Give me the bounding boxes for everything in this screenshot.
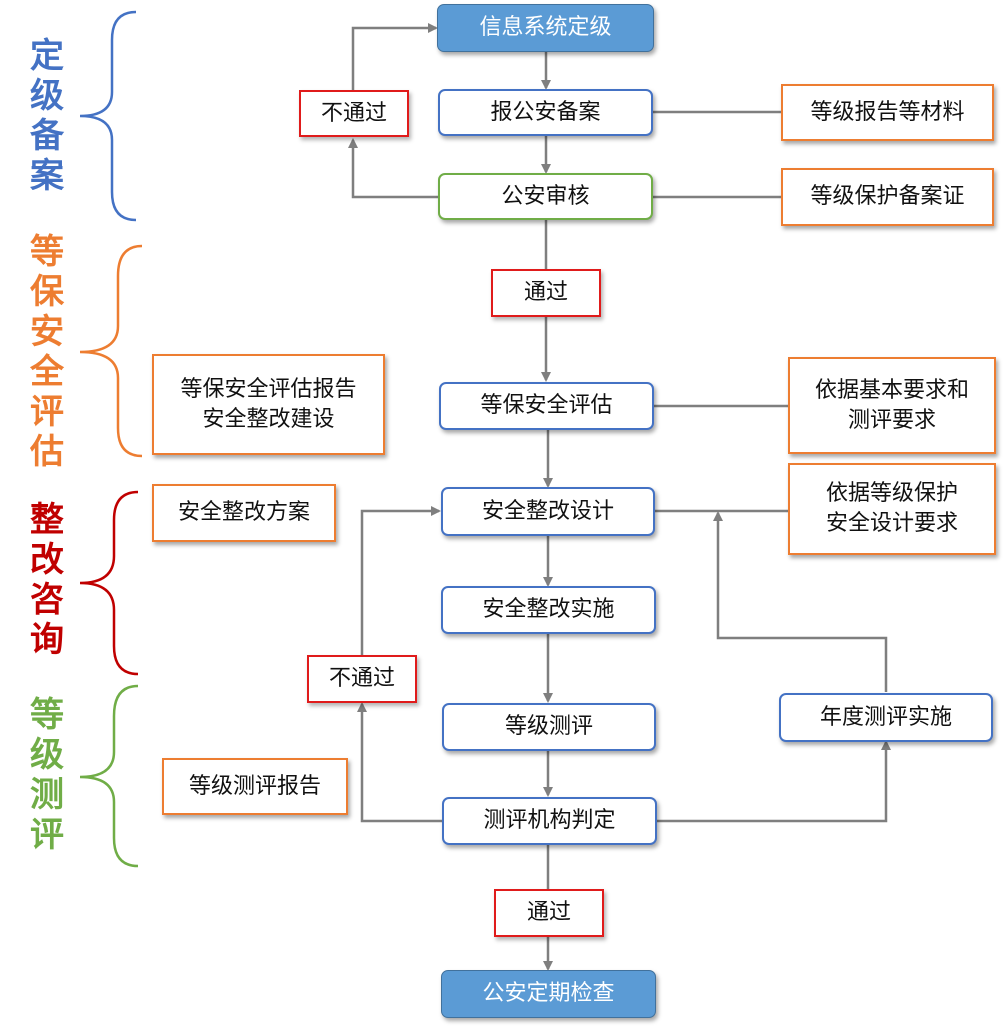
gate-fail-review: 不通过 <box>299 90 409 137</box>
line-judgement-annual <box>657 740 891 823</box>
step-remediation-implementation: 安全整改实施 <box>441 586 656 634</box>
step-remediation-design: 安全整改设计 <box>441 487 655 536</box>
phase-bracket-evaluation <box>79 684 139 868</box>
step-police-review: 公安审核 <box>438 173 653 220</box>
phase-bracket-grading <box>79 10 137 222</box>
arrow-annual-to-design <box>713 511 888 692</box>
phase-bracket-assessment <box>79 244 143 458</box>
phase-label-assessment: 等保安全评估 <box>30 232 64 472</box>
note-evaluation-report: 等级测评报告 <box>162 758 348 815</box>
step-periodic-inspection: 公安定期检查 <box>441 970 656 1018</box>
note-design-basis: 依据等级保护 安全设计要求 <box>788 463 996 555</box>
note-grading-report: 等级报告等材料 <box>781 84 994 141</box>
note-assessment-basis: 依据基本要求和 测评要求 <box>788 357 996 454</box>
note-remediation-plan: 安全整改方案 <box>152 484 336 542</box>
step-report-filing: 报公安备案 <box>438 89 653 136</box>
step-annual-evaluation: 年度测评实施 <box>779 693 993 742</box>
arrow-fail-to-grading <box>351 23 438 90</box>
step-agency-judgement: 测评机构判定 <box>442 797 657 845</box>
phase-label-remediation: 整改咨询 <box>30 500 64 660</box>
step-system-grading: 信息系统定级 <box>437 4 654 52</box>
step-security-assessment: 等保安全评估 <box>439 382 654 430</box>
note-assessment-output: 等保安全评估报告 安全整改建设 <box>152 354 385 455</box>
phase-bracket-remediation <box>79 490 139 676</box>
step-grade-evaluation: 等级测评 <box>442 703 656 751</box>
phase-label-grading: 定级备案 <box>30 36 64 196</box>
arrow-fail-to-design <box>360 506 441 655</box>
gate-pass-review: 通过 <box>491 269 601 317</box>
line-judgement-fail <box>357 702 442 823</box>
phase-label-evaluation: 等级测评 <box>30 695 64 855</box>
line-review-fail <box>348 138 438 199</box>
note-filing-certificate: 等级保护备案证 <box>781 168 994 226</box>
gate-pass-evaluation: 通过 <box>494 889 604 937</box>
gate-fail-evaluation: 不通过 <box>307 655 417 703</box>
